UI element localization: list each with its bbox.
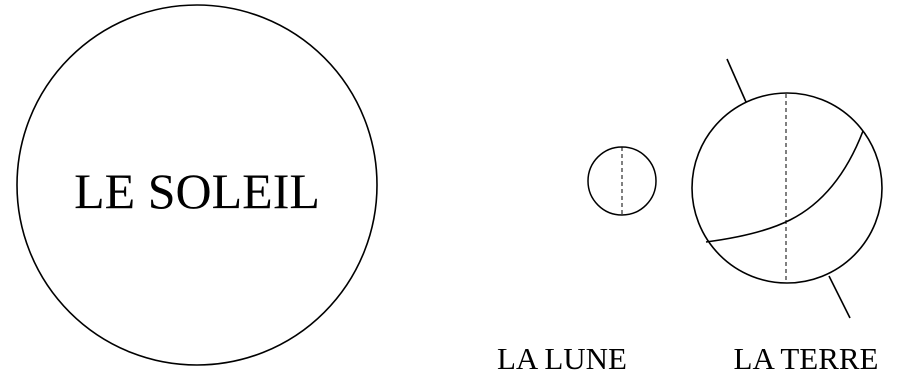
earth-axis-top: [727, 59, 746, 102]
earth-circle: [692, 93, 882, 283]
sun-label: LE SOLEIL: [74, 163, 320, 219]
earth-axis-bottom: [829, 276, 850, 318]
earth-curve: [706, 131, 863, 242]
moon-label: LA LUNE: [497, 341, 627, 373]
earth-label: LA TERRE: [734, 341, 879, 373]
